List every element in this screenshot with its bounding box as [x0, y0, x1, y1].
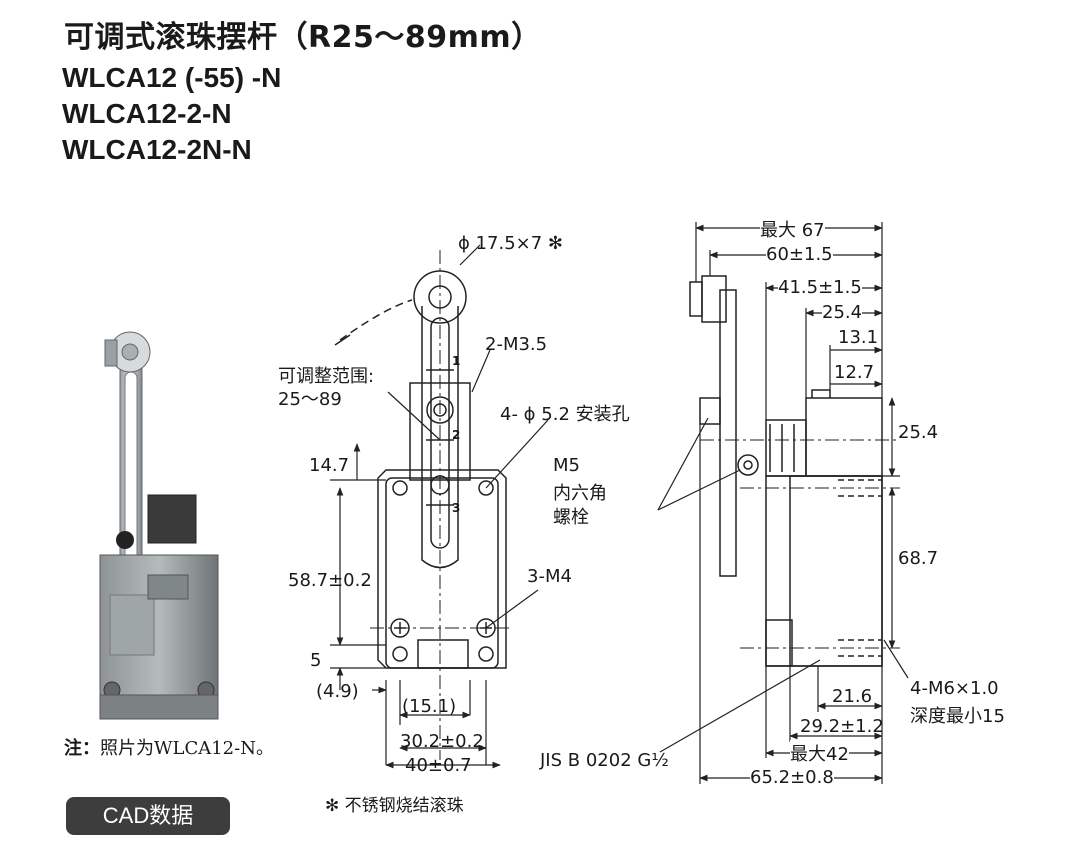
- jis-thread-spec: JIS B 0202 G½: [540, 750, 669, 771]
- dim-41-5: 41.5±1.5: [778, 277, 862, 298]
- dim-25-4-top: 25.4: [822, 302, 863, 323]
- mount-hole-spec: 4- ϕ 5.2 安装孔: [500, 404, 630, 425]
- m5-label: M5: [553, 455, 580, 476]
- dim-29-2: 29.2±1.2: [800, 716, 884, 737]
- dim-max-67: 最大 67: [760, 216, 825, 242]
- m4-spec: 3-M4: [527, 566, 572, 587]
- dim-4-9: (4.9): [316, 681, 359, 702]
- dim-5: 5: [310, 650, 322, 671]
- screw-spec: 2-M3.5: [485, 334, 548, 355]
- adjust-range-value: 25～89: [278, 389, 342, 410]
- photo-note: 注：照片为WLCA12-N。: [64, 734, 274, 760]
- dim-60: 60±1.5: [766, 244, 833, 265]
- roller-dimension: ϕ 17.5×7 ✻: [458, 233, 564, 254]
- dim-30-2: 30.2±0.2: [400, 731, 484, 752]
- adjust-range-label: 可调整范围:: [278, 366, 375, 387]
- front-view-drawing: [334, 250, 512, 760]
- dim-15-1: (15.1): [402, 696, 457, 717]
- m6-spec: 4-M6×1.0: [910, 678, 999, 699]
- dim-68-7: 68.7: [898, 548, 939, 569]
- roller-material-note: ✻ 不锈钢烧结滚珠: [325, 796, 464, 816]
- dim-58-7: 58.7±0.2: [288, 570, 372, 591]
- model-number: WLCA12-2-N: [62, 98, 232, 129]
- dim-65-2: 65.2±0.8: [750, 767, 834, 788]
- photo-note-text: 照片为WLCA12-N。: [100, 738, 274, 759]
- lever-mark-2: 2: [452, 428, 461, 442]
- side-view-drawing: [689, 275, 900, 667]
- product-photo: [99, 331, 219, 720]
- cad-data-button[interactable]: CAD数据: [66, 797, 230, 835]
- dim-12-7: 12.7: [834, 362, 875, 383]
- dim-21-6: 21.6: [832, 686, 873, 707]
- m5-label-bolt: 螺栓: [553, 507, 589, 528]
- model-number: WLCA12-2N-N: [62, 134, 252, 165]
- dim-14-7: 14.7: [309, 455, 350, 476]
- page-title: 可调式滚珠摆杆（R25～89mm）: [64, 20, 542, 55]
- m6-depth: 深度最小15: [910, 706, 1005, 727]
- dim-max-42: 最大42: [790, 740, 849, 766]
- lever-mark-1: 1: [452, 354, 461, 368]
- model-number: WLCA12 (-55) -N: [62, 62, 282, 93]
- photo-note-label: 注：: [64, 738, 100, 759]
- dim-40: 40±0.7: [405, 755, 472, 776]
- m5-label-hex: 内六角: [553, 483, 607, 504]
- dim-25-4-side: 25.4: [898, 422, 939, 443]
- lever-mark-3: 3: [452, 501, 461, 515]
- dim-13-1: 13.1: [838, 327, 879, 348]
